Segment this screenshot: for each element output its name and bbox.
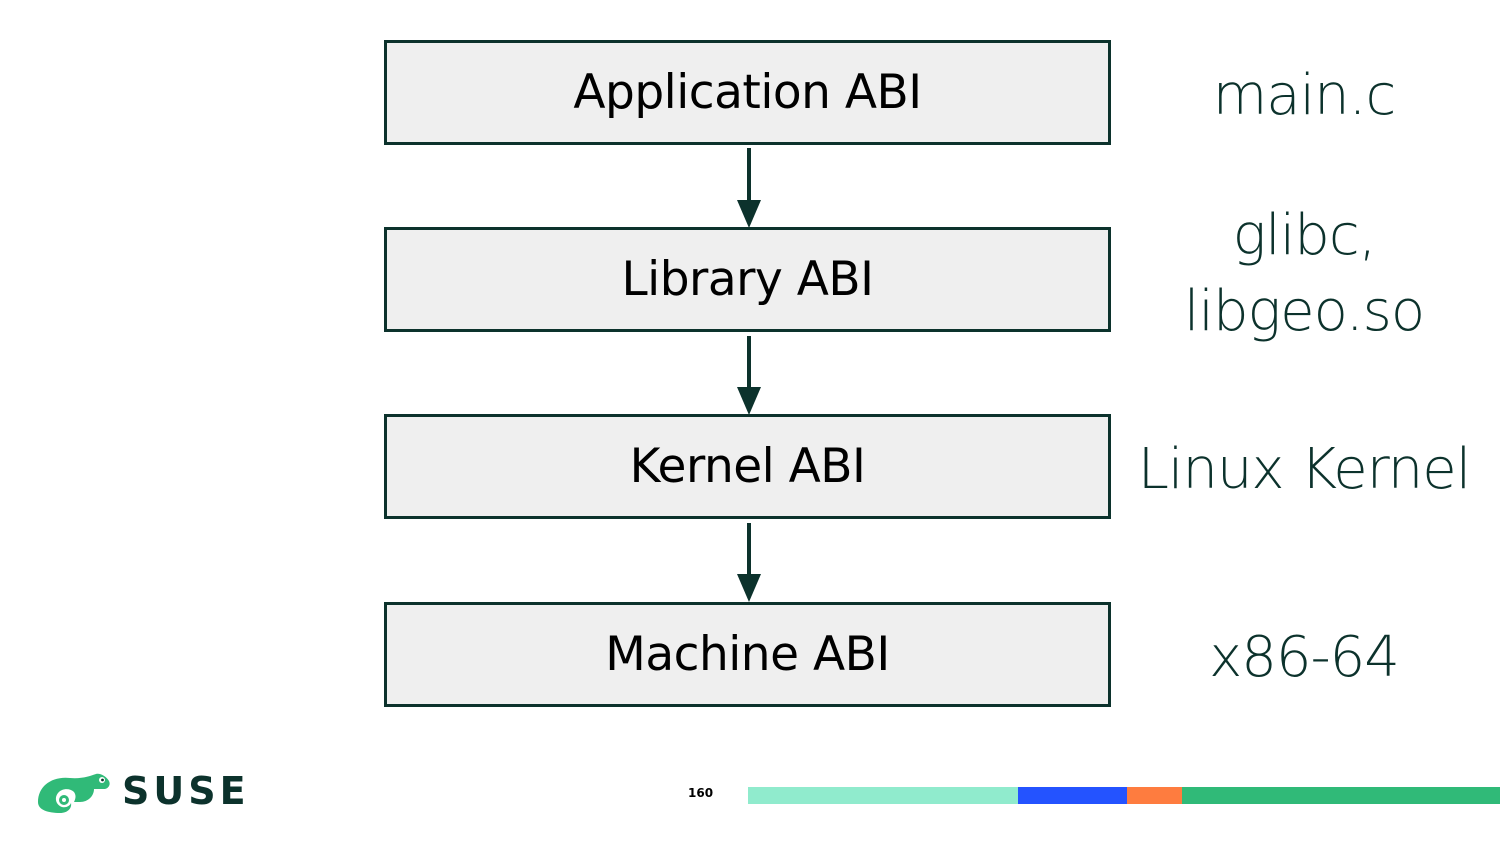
kernel-example-line: Linux Kernel	[1137, 437, 1472, 502]
library-example-line-1: glibc,	[1232, 203, 1377, 268]
stripe-blue	[1018, 787, 1127, 804]
stripe-orange	[1127, 787, 1182, 804]
library-abi-label: Library ABI	[621, 252, 874, 307]
suse-wordmark: SUSE	[122, 769, 250, 813]
arrow-library-to-kernel	[737, 336, 761, 415]
library-example: glibc, libgeo.so	[1124, 198, 1484, 350]
application-example: main.c	[1124, 58, 1484, 134]
library-abi-box: Library ABI	[384, 227, 1111, 332]
application-abi-label: Application ABI	[573, 65, 922, 120]
stripe-green	[1182, 787, 1500, 804]
arrow-application-to-library	[737, 148, 761, 228]
machine-abi-box: Machine ABI	[384, 602, 1111, 707]
kernel-example: Linux Kernel	[1124, 432, 1484, 508]
machine-example: x86-64	[1124, 620, 1484, 696]
application-example-line: main.c	[1212, 63, 1397, 128]
suse-logo: SUSE	[34, 768, 250, 814]
machine-abi-label: Machine ABI	[605, 627, 890, 682]
page-number: 160	[688, 786, 714, 800]
kernel-abi-box: Kernel ABI	[384, 414, 1111, 519]
library-example-line-2: libgeo.so	[1183, 279, 1425, 344]
machine-example-line: x86-64	[1209, 625, 1400, 690]
stripe-mint	[748, 787, 1018, 804]
application-abi-box: Application ABI	[384, 40, 1111, 145]
arrow-kernel-to-machine	[737, 523, 761, 602]
kernel-abi-label: Kernel ABI	[629, 439, 866, 494]
chameleon-icon	[38, 773, 110, 813]
